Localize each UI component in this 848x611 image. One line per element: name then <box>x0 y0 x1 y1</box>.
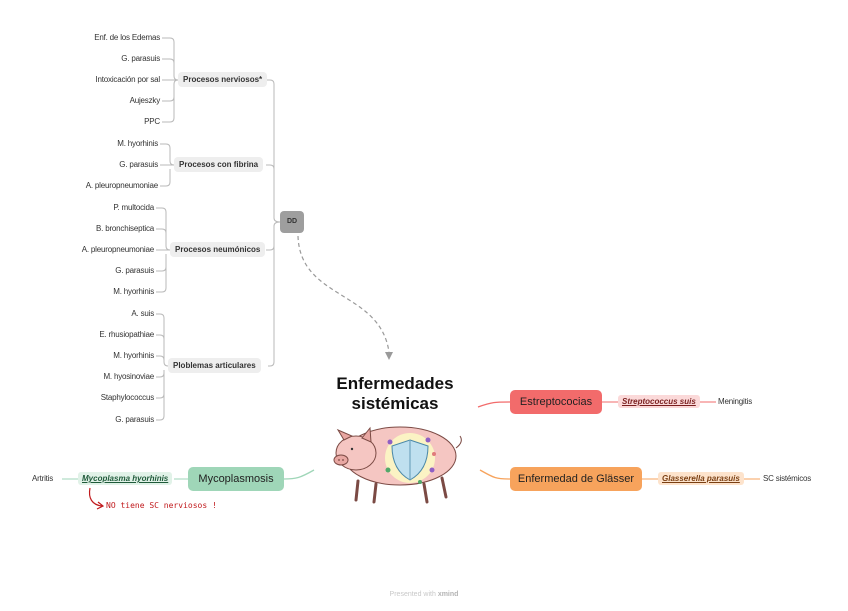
group-procesos-neumonicos[interactable]: Procesos neumónicos <box>170 242 266 257</box>
agent-glasserella-parasuis[interactable]: Glasserella parasuis <box>658 472 744 485</box>
agent-mycoplasma-hyorhinis[interactable]: Mycoplasma hyorhinis <box>78 472 173 485</box>
connector-mycoplasmosis <box>283 469 315 480</box>
footer-credit: Presented with xmind <box>0 591 848 598</box>
connector-nerviosos <box>162 37 179 123</box>
leaf-item[interactable]: PPC <box>144 117 160 126</box>
leaf-item[interactable]: M. hyorhinis <box>113 287 154 296</box>
leaf-item[interactable]: A. suis <box>131 309 154 318</box>
group-procesos-nerviosos[interactable]: Procesos nerviosos* <box>178 72 268 87</box>
connector-articulares <box>156 313 169 421</box>
leaf-item[interactable]: Staphylococcus <box>100 393 154 402</box>
leaf-item[interactable]: G. parasuis <box>115 415 154 424</box>
topic-mycoplasmosis[interactable]: Mycoplasmosis <box>188 467 284 491</box>
leaf-item[interactable]: B. bronchiseptica <box>96 224 154 233</box>
group-problemas-articulares[interactable]: Ploblemas articulares <box>168 358 261 373</box>
sign-artritis[interactable]: Artritis <box>32 474 54 483</box>
connector-estreptococias <box>477 401 511 408</box>
leaf-item[interactable]: Aujeszky <box>129 96 161 105</box>
leaf-item[interactable]: G. parasuis <box>119 160 158 169</box>
connector-fibrina <box>160 143 175 187</box>
dd-node[interactable]: DD <box>280 211 304 233</box>
leaf-item[interactable]: M. hyosinoviae <box>103 372 154 381</box>
group-procesos-fibrina[interactable]: Procesos con fibrina <box>174 157 264 172</box>
root-topic[interactable]: Enfermedades sistémicas <box>320 374 470 414</box>
leaf-item[interactable]: G. parasuis <box>115 266 154 275</box>
leaf-item[interactable]: A. pleuropneumoniae <box>81 245 154 254</box>
leaf-item[interactable]: M. hyorhinis <box>113 351 154 360</box>
handwritten-note: NO tiene SC nerviosos ! <box>106 501 217 510</box>
leaf-item[interactable]: E. rhusiopathiae <box>99 330 154 339</box>
footer-prefix: Presented with <box>389 591 436 598</box>
pig-shield-illustration <box>333 426 462 504</box>
leaf-item[interactable]: P. multocida <box>113 203 154 212</box>
footer-brand: xmind <box>437 591 459 598</box>
root-title-line2: sistémicas <box>351 394 439 413</box>
relationship-arrowhead <box>385 352 393 360</box>
sign-sc-sistemicos[interactable]: SC sistémicos <box>763 474 812 483</box>
topic-estreptococias[interactable]: Estreptococias <box>510 390 602 414</box>
sign-meningitis[interactable]: Meningitis <box>718 397 753 406</box>
leaf-item[interactable]: Intoxicación por sal <box>95 75 161 84</box>
leaf-item[interactable]: A. pleuropneumoniae <box>85 181 158 190</box>
agent-streptococcus-suis[interactable]: Streptococcus suis <box>618 395 700 408</box>
connector-glasser <box>479 469 511 480</box>
connector-neumonicos <box>156 207 171 293</box>
connector-groups-dd <box>266 79 281 367</box>
dd-relationship-line <box>297 235 390 353</box>
leaf-item[interactable]: Enf. de los Edemas <box>94 33 160 42</box>
topic-glasser[interactable]: Enfermedad de Glässer <box>510 467 642 491</box>
leaf-item[interactable]: G. parasuis <box>121 54 160 63</box>
note-arrow-icon <box>88 487 103 507</box>
root-title-line1: Enfermedades <box>336 374 454 393</box>
leaf-item[interactable]: M. hyorhinis <box>117 139 158 148</box>
